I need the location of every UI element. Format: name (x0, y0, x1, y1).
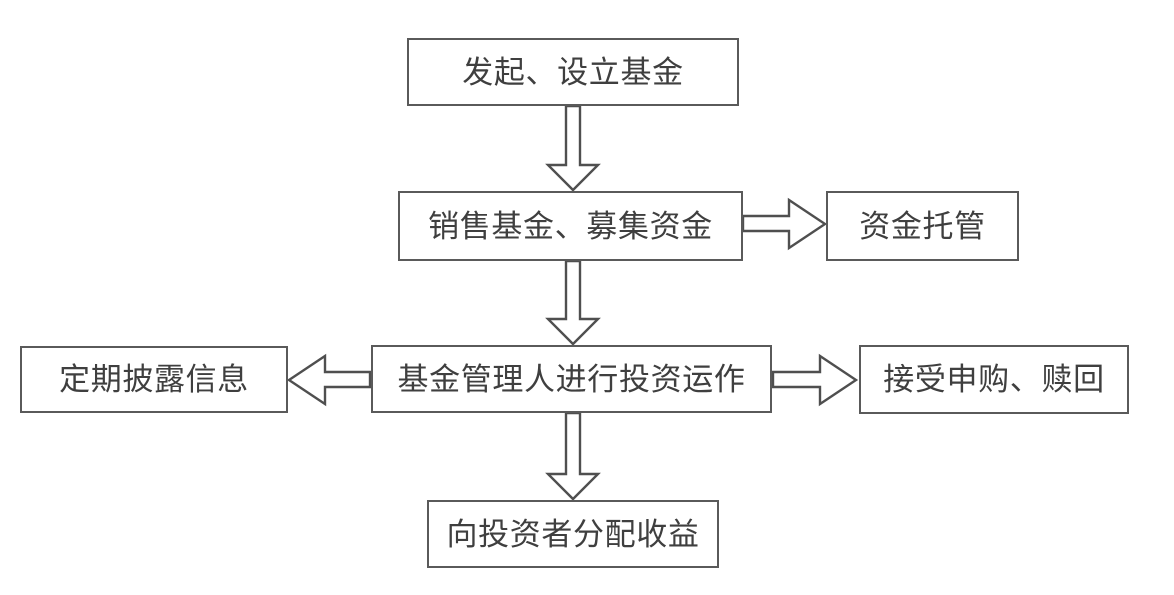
node-sell-fund-raise-capital[interactable]: 销售基金、募集资金 (398, 191, 743, 261)
node-initiate-fund[interactable]: 发起、设立基金 (407, 38, 739, 106)
arrow-sell-to-manage[interactable] (545, 259, 601, 346)
node-periodic-disclosure-label: 定期披露信息 (59, 362, 249, 397)
node-accept-subscription-redemption[interactable]: 接受申购、赎回 (859, 345, 1129, 414)
node-fund-custody[interactable]: 资金托管 (826, 191, 1019, 261)
node-initiate-fund-label: 发起、设立基金 (462, 54, 684, 90)
arrow-manage-to-subscribe[interactable] (771, 353, 859, 407)
arrow-initiate-to-sell[interactable] (545, 104, 601, 192)
node-distribute-returns[interactable]: 向投资者分配收益 (427, 500, 719, 568)
node-distribute-returns-label: 向投资者分配收益 (446, 516, 700, 552)
node-manager-investment-operation[interactable]: 基金管理人进行投资运作 (371, 345, 772, 413)
arrow-manage-to-distribute[interactable] (545, 411, 601, 501)
arrow-sell-to-custody[interactable] (741, 197, 828, 251)
node-manager-investment-operation-label: 基金管理人进行投资运作 (397, 361, 746, 397)
node-periodic-disclosure[interactable]: 定期披露信息 (20, 346, 288, 413)
arrow-manage-to-disclose[interactable] (286, 353, 372, 407)
node-sell-fund-raise-capital-label: 销售基金、募集资金 (428, 208, 713, 244)
node-fund-custody-label: 资金托管 (859, 208, 986, 244)
node-accept-subscription-redemption-label: 接受申购、赎回 (883, 362, 1105, 397)
